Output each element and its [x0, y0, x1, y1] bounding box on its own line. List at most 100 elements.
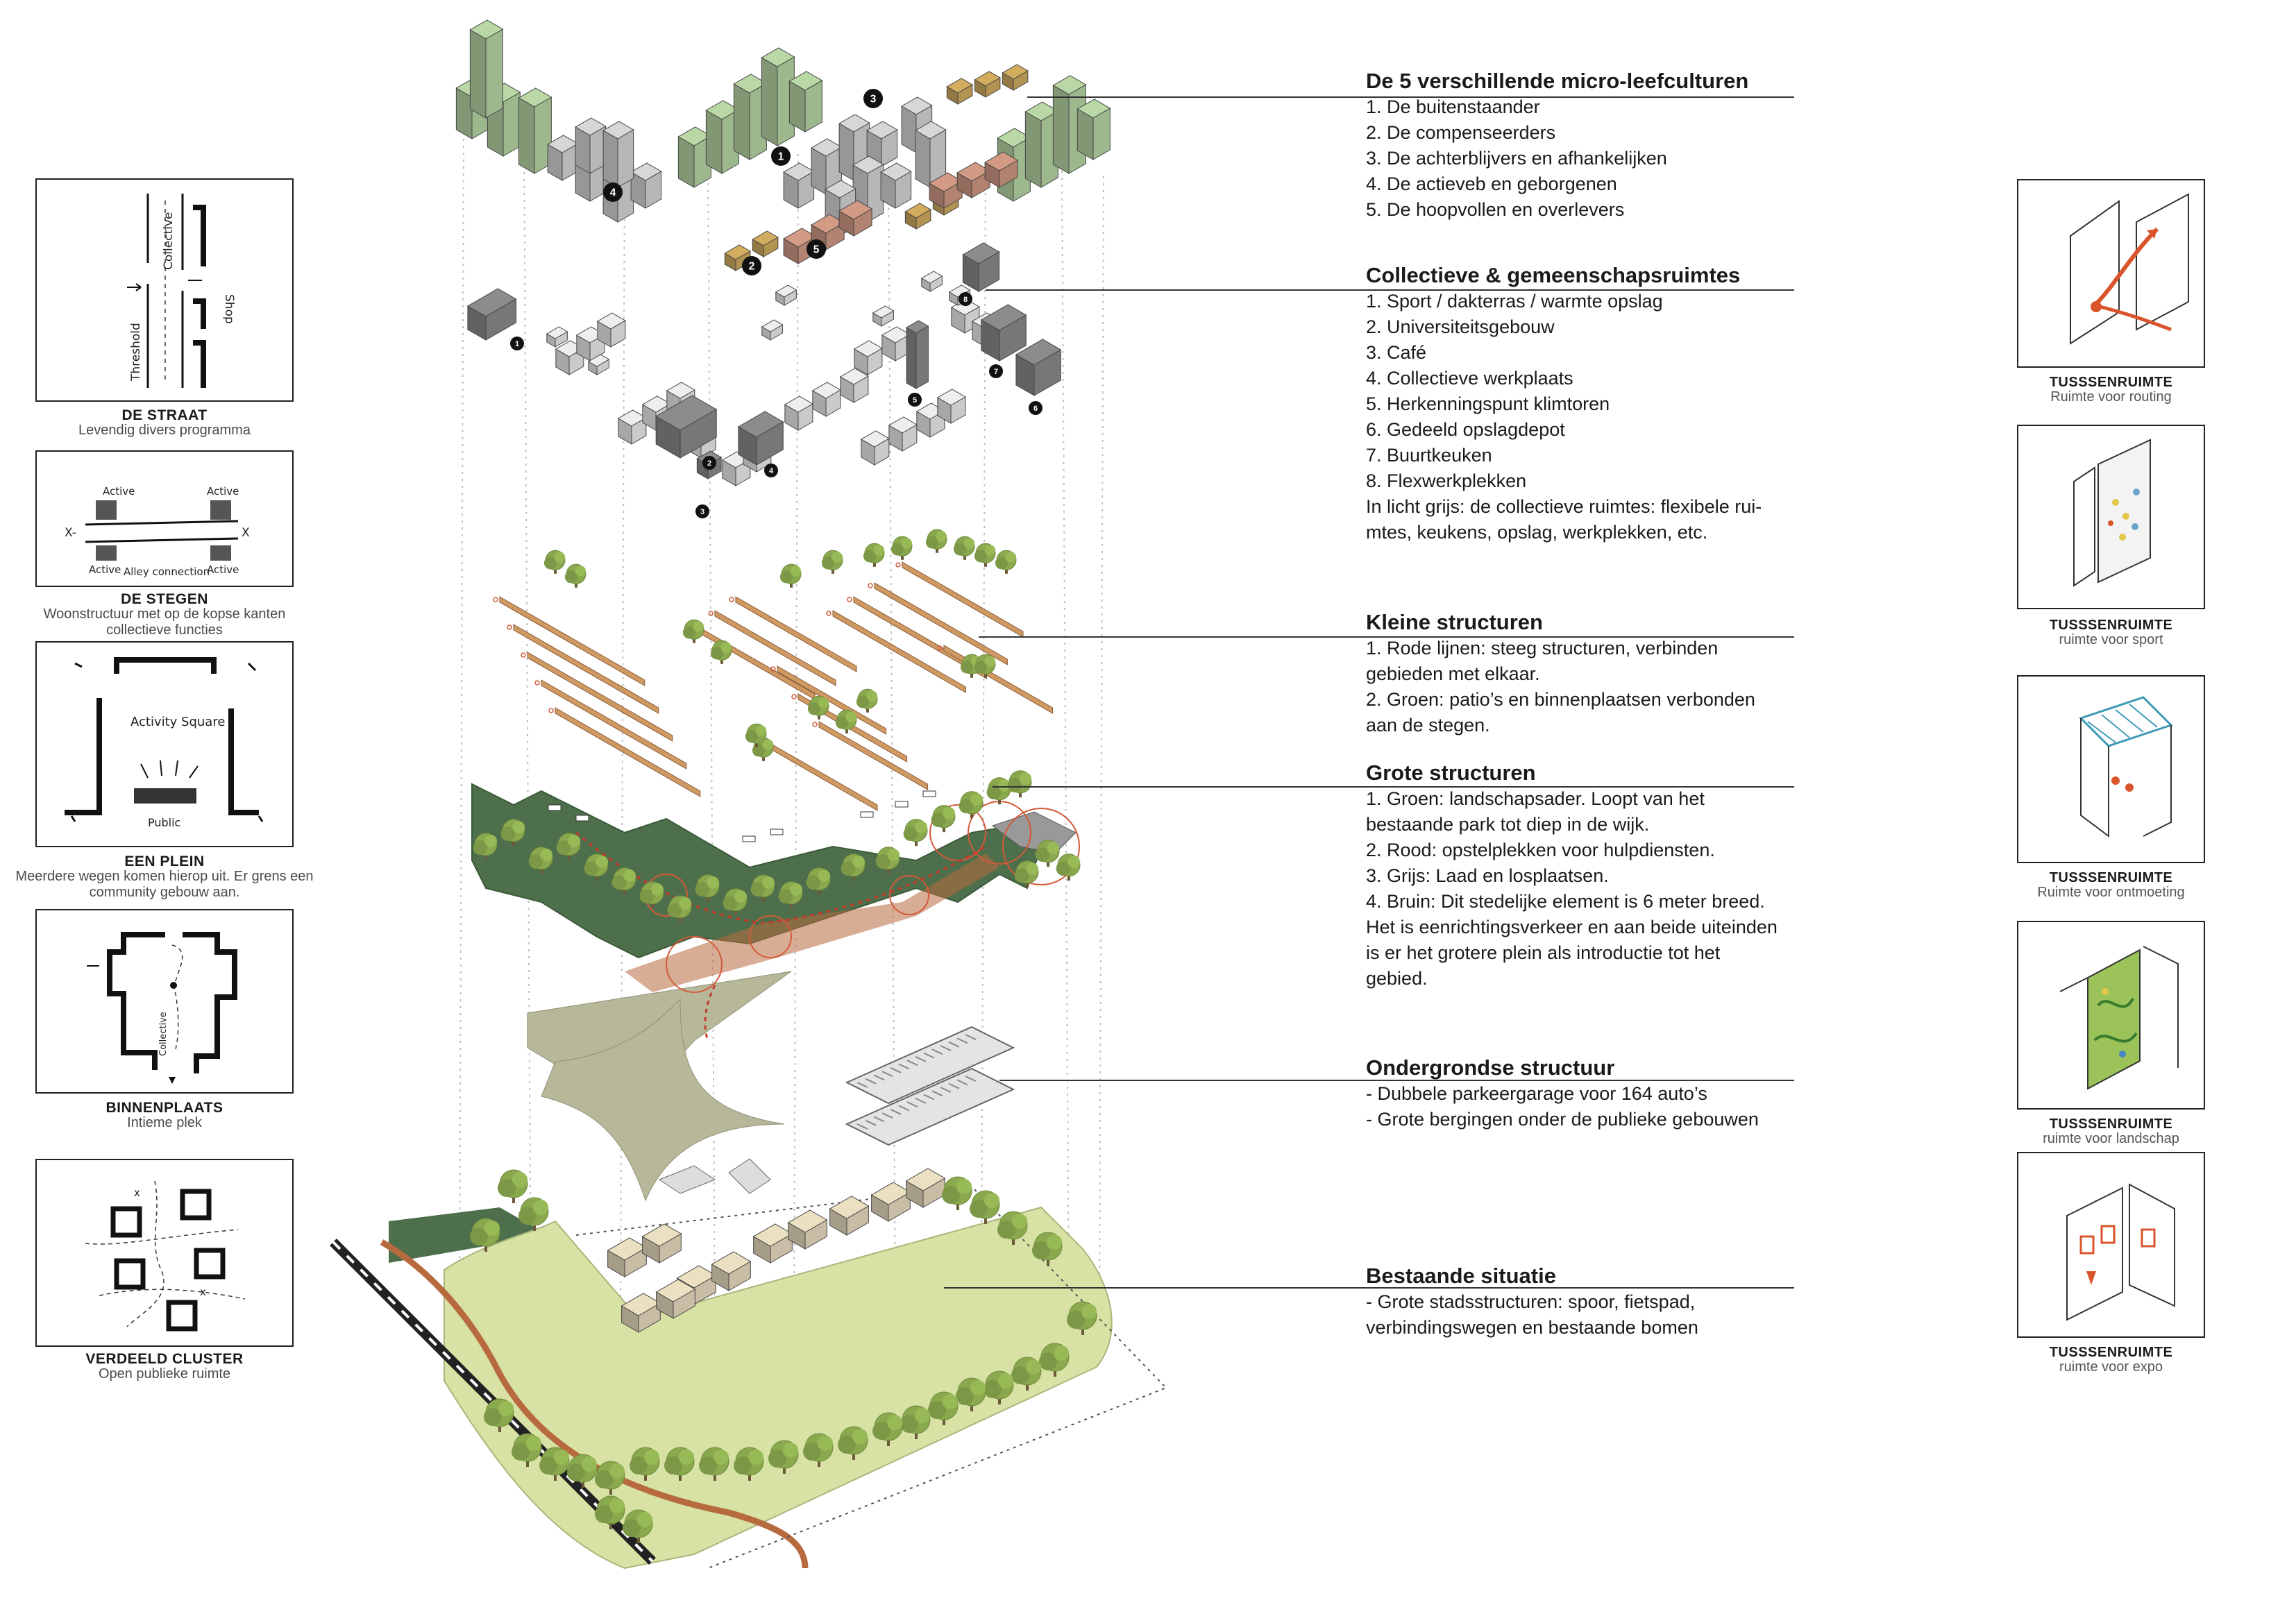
landscape-tree	[903, 819, 928, 847]
existing-tree	[984, 1370, 1014, 1404]
landscape-tree	[986, 777, 1011, 805]
parking-slot	[915, 1055, 927, 1062]
section-line: 1. Groen: landschapsader. Loopt van het	[1366, 788, 1705, 809]
collective-building-dark	[980, 304, 1027, 362]
sketch-verdeeld-cluster: x x	[35, 1159, 294, 1347]
section-line: aan de stegen.	[1366, 715, 1490, 736]
alley-bar	[499, 596, 645, 686]
collective-marker: 6	[1029, 401, 1043, 415]
culture-block-grey	[866, 121, 898, 167]
section-line: 2. De compenseerders	[1366, 122, 1556, 143]
parking-slot	[956, 1037, 968, 1044]
culture-marker: 2	[742, 256, 761, 275]
parking-marker	[922, 790, 936, 797]
leader-lines	[944, 96, 1794, 1289]
alley-bar	[902, 561, 1024, 638]
alley-end-marker	[937, 645, 943, 651]
sketch-title: TUSSSENRUIMTE	[2049, 375, 2173, 390]
parking-slot	[906, 1060, 918, 1067]
sketch-title: TUSSSENRUIMTE	[2049, 870, 2173, 885]
alley-end-marker	[493, 597, 498, 602]
sketch-tussenruimte-landschap	[2017, 921, 2205, 1110]
section-collective: Collectieve & gemeenschapsruimtes 1. Spo…	[1366, 262, 1810, 545]
sketch-subtitle: Levendig divers programma	[78, 423, 251, 438]
existing-tree	[595, 1495, 625, 1529]
section-body: 1. Groen: landschapsader. Loopt van het …	[1366, 786, 1810, 992]
parking-slot	[931, 1048, 943, 1055]
alley-end-marker	[791, 694, 797, 699]
landscape-tree	[611, 867, 636, 895]
sketch-binnenplaats: Collective	[35, 909, 294, 1094]
guide-line	[888, 159, 896, 1312]
culture-marker: 3	[863, 89, 883, 108]
section-line: 3. De achterblijvers en afhankelijken	[1366, 148, 1667, 169]
parking-garage-upper	[845, 1026, 1015, 1105]
parking-slot	[873, 1116, 885, 1123]
existing-tree	[1011, 1357, 1042, 1391]
existing-tree	[942, 1176, 972, 1210]
existing-tree	[630, 1447, 660, 1481]
alley-bar	[541, 679, 687, 770]
sketch-tussenruimte-ontmoeting	[2017, 675, 2205, 863]
landscape-tree	[528, 847, 553, 874]
sketch-subtitle: Intieme plek	[127, 1115, 202, 1130]
collective-building-light	[546, 326, 568, 348]
layer-existing-situation	[330, 1168, 1167, 1570]
section-heading: Collectieve & gemeenschapsruimtes	[1366, 263, 1741, 287]
patio-tree	[821, 550, 843, 574]
alley-bar	[832, 610, 966, 693]
landscape-tree	[473, 833, 498, 860]
collective-marker: 5	[908, 393, 922, 407]
sketch-subtitle: Woonstructuur met op de kopse kanten col…	[43, 606, 286, 638]
existing-bike-path	[380, 1239, 809, 1569]
sketch-scrawl-activity: Activity Square	[130, 715, 225, 729]
plaza-star	[541, 998, 785, 1202]
sketch-title: EEN PLEIN	[124, 853, 205, 869]
landscape-tree	[695, 874, 720, 902]
section-large-structures: Grote structuren 1. Groen: landschapsade…	[1366, 760, 1810, 992]
section-heading: Grote structuren	[1366, 760, 1536, 785]
section-heading: De 5 verschillende micro-leefculturen	[1366, 69, 1749, 93]
urban-street-brown	[625, 853, 999, 992]
parking-slot	[948, 1041, 960, 1048]
collective-building-dark	[655, 395, 718, 459]
section-line: 1. De buitenstaander	[1366, 96, 1540, 117]
parking-slot	[940, 1045, 952, 1051]
courtyard-sketch-drawing: Collective	[87, 932, 237, 1084]
culture-block-grey	[880, 162, 912, 209]
section-heading: Bestaande situatie	[1366, 1264, 1556, 1288]
culture-block-ochre	[1002, 64, 1029, 91]
layer-underground	[658, 1026, 1015, 1194]
sketch-subtitle: ruimte voor landschap	[2043, 1131, 2179, 1146]
alley-bar	[714, 610, 836, 686]
landscape-vein	[471, 783, 1043, 959]
culture-marker: 5	[807, 239, 826, 259]
section-underground: Ondergrondse structuur - Dubbele parkeer…	[1366, 1055, 1810, 1132]
parking-marker	[895, 801, 909, 808]
svg-text:6: 6	[1033, 405, 1038, 413]
sketch-subtitle: Ruimte voor ontmoeting	[2037, 885, 2185, 900]
landscape-sketch-drawing	[2059, 946, 2179, 1090]
section-line: mtes, keukens, opslag, werkplekken, etc.	[1366, 522, 1708, 543]
alley-bar	[555, 707, 701, 797]
existing-tree	[1032, 1232, 1063, 1266]
existing-tree	[1067, 1301, 1097, 1335]
emergency-zone	[929, 804, 986, 861]
alley-bar	[777, 665, 887, 735]
collective-building-light	[920, 271, 943, 292]
culture-block-green	[788, 71, 823, 133]
sketch-title: DE STRAAT	[121, 407, 208, 423]
culture-block-brick	[984, 151, 1019, 188]
patio-tree	[779, 563, 802, 588]
landscape-tree	[639, 881, 664, 909]
emergency-route	[575, 831, 986, 1042]
sketch-een-plein: Activity Square Public	[35, 641, 294, 847]
existing-tree	[956, 1377, 986, 1411]
patio-tree	[807, 695, 829, 720]
parking-slot	[940, 1087, 952, 1093]
section-body: 1. De buitenstaander 2. De compenseerder…	[1366, 94, 1810, 223]
alley-bar	[527, 652, 673, 742]
patio-tree	[543, 550, 566, 574]
patio-tree	[682, 619, 704, 643]
guide-line	[523, 137, 532, 1312]
